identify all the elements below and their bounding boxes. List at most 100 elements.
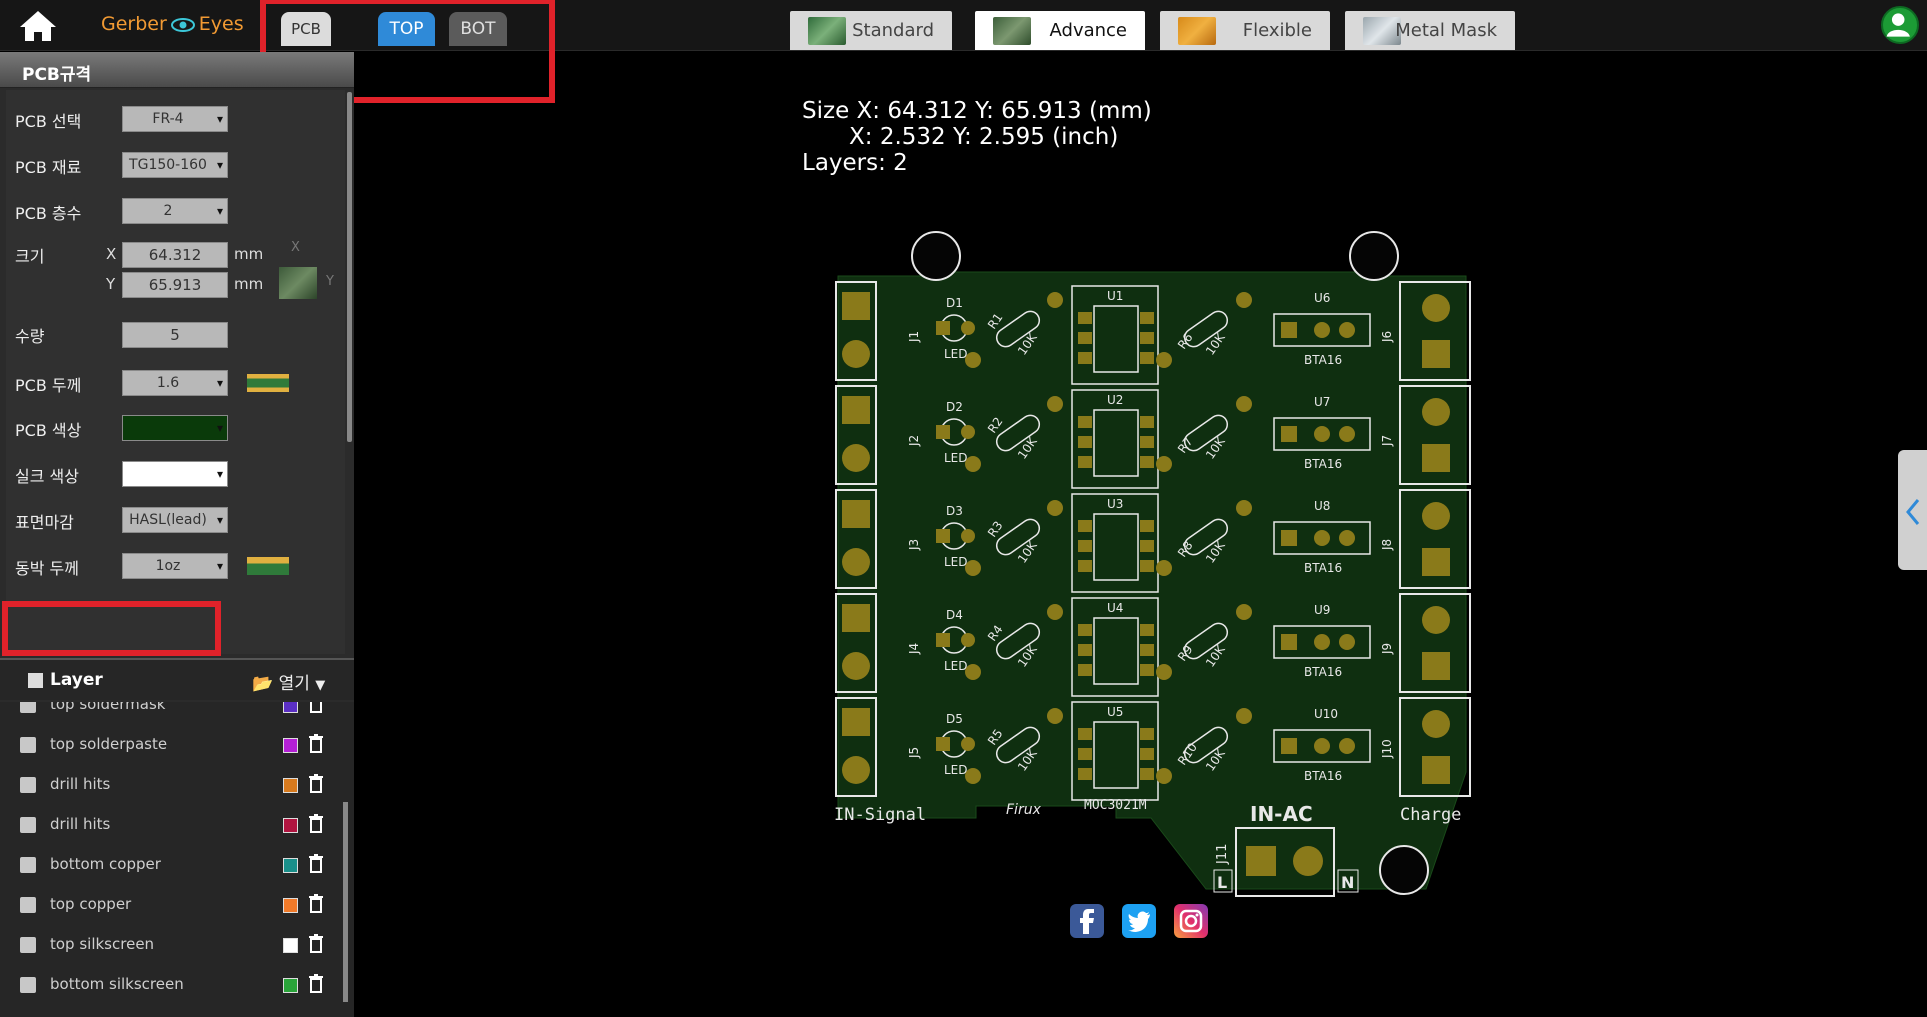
pcb-select-dropdown[interactable]: FR-4 <box>122 106 228 132</box>
twitter-icon[interactable] <box>1122 904 1156 938</box>
mounting-hole <box>1349 231 1399 281</box>
ic-pad <box>1140 728 1154 740</box>
layer-item[interactable]: bottom silkscreen <box>0 970 345 1002</box>
trash-icon[interactable] <box>308 774 324 794</box>
product-tab-advance[interactable]: Advance <box>975 11 1145 50</box>
trash-icon[interactable] <box>308 702 324 714</box>
trash-icon[interactable] <box>308 974 324 994</box>
facebook-icon[interactable] <box>1070 904 1104 938</box>
led-label: D1 <box>946 296 963 310</box>
layer-color-swatch[interactable] <box>283 738 298 753</box>
spec-panel-header[interactable]: PCB규격 <box>0 52 354 88</box>
sidebar: PCB규격 PCB 선택 FR-4 PCB 재료 TG150-160 PCB 층… <box>0 52 354 1017</box>
triac-outline <box>1273 313 1371 347</box>
flexible-thumbnail-icon <box>1178 17 1216 45</box>
layer-color-swatch[interactable] <box>283 858 298 873</box>
pcb-material-dropdown[interactable]: TG150-160 <box>122 152 228 178</box>
select-all-checkbox[interactable] <box>28 673 43 688</box>
silk-color-dropdown[interactable] <box>122 461 228 487</box>
layer-name: top solderpaste <box>50 735 168 753</box>
layer-checkbox[interactable] <box>20 937 36 953</box>
layer-item[interactable]: bottom copper <box>0 850 345 882</box>
tab-pcb[interactable]: PCB <box>281 12 331 46</box>
trash-icon[interactable] <box>308 814 324 834</box>
layer-item[interactable]: drill hits <box>0 810 345 842</box>
ic-pad <box>1140 644 1154 656</box>
tab-top[interactable]: TOP <box>378 12 435 46</box>
opto-part-label: MOC3021M <box>1084 798 1147 813</box>
ic-body <box>1093 617 1139 685</box>
tab-bot[interactable]: BOT <box>449 12 507 46</box>
surface-dropdown[interactable]: HASL(lead) <box>122 507 228 533</box>
layer-item[interactable]: top soldermask <box>0 702 345 722</box>
triac-pad <box>1339 426 1355 442</box>
product-tab-label: Metal Mask <box>1395 20 1497 41</box>
product-tab-label: Flexible <box>1242 20 1312 41</box>
resistor-pad <box>1236 292 1252 308</box>
row-label: 실크 색상 <box>15 467 79 486</box>
open-button[interactable]: 📂 열기 ▼ <box>252 669 325 694</box>
instagram-icon[interactable] <box>1174 904 1208 938</box>
connector-label: J9 <box>1380 643 1394 655</box>
spec-panel: PCB 선택 FR-4 PCB 재료 TG150-160 PCB 층수 2 크기… <box>6 90 345 654</box>
ic-body <box>1093 513 1139 581</box>
thickness-dropdown[interactable]: 1.6 <box>122 370 228 396</box>
resistor-body <box>1183 518 1229 556</box>
row-label: 크기 <box>15 247 45 266</box>
ic-pad <box>1140 332 1154 344</box>
folder-icon: 📂 <box>252 674 274 694</box>
left-connector <box>835 489 877 589</box>
trash-icon[interactable] <box>308 934 324 954</box>
layer-color-swatch[interactable] <box>283 778 298 793</box>
layer-checkbox[interactable] <box>20 897 36 913</box>
layer-checkbox[interactable] <box>20 977 36 993</box>
pcb-layers-dropdown[interactable]: 2 <box>122 198 228 224</box>
resistor-body <box>995 726 1041 764</box>
right-connector <box>1399 593 1471 693</box>
quantity-input[interactable]: 5 <box>122 322 228 348</box>
layer-checkbox[interactable] <box>20 817 36 833</box>
layer-color-swatch[interactable] <box>283 898 298 913</box>
layer-color-swatch[interactable] <box>283 938 298 953</box>
row-silk-color: 실크 색상 <box>6 460 345 490</box>
home-icon[interactable] <box>18 9 58 43</box>
ic-body <box>1093 721 1139 789</box>
led-label: D5 <box>946 712 963 726</box>
layer-checkbox[interactable] <box>20 702 36 713</box>
pcb-color-dropdown[interactable] <box>122 415 228 441</box>
spec-scrollbar[interactable] <box>347 92 352 442</box>
ic-pad <box>1078 624 1092 636</box>
layer-color-swatch[interactable] <box>283 702 298 713</box>
resistor-body <box>1183 726 1229 764</box>
layer-scrollbar[interactable] <box>343 802 348 1002</box>
trash-icon[interactable] <box>308 854 324 874</box>
layer-item[interactable]: top copper <box>0 890 345 922</box>
led-label: D3 <box>946 504 963 518</box>
product-tab-metal-mask[interactable]: Metal Mask <box>1345 11 1515 50</box>
layer-checkbox[interactable] <box>20 857 36 873</box>
layer-checkbox[interactable] <box>20 737 36 753</box>
dimension-x-hint: X <box>291 240 300 255</box>
triac-pad <box>1314 634 1330 650</box>
layer-item[interactable]: drill hits <box>0 770 345 802</box>
size-y-input[interactable]: 65.913 <box>122 272 228 298</box>
size-x-input[interactable]: 64.312 <box>122 242 228 268</box>
trash-icon[interactable] <box>308 734 324 754</box>
layer-color-swatch[interactable] <box>283 978 298 993</box>
layer-color-swatch[interactable] <box>283 818 298 833</box>
copper-dropdown[interactable]: 1oz <box>122 553 228 579</box>
layer-item[interactable]: top solderpaste <box>0 730 345 762</box>
resistor-body <box>1183 622 1229 660</box>
side-panel-handle[interactable] <box>1898 450 1927 570</box>
trash-icon[interactable] <box>308 894 324 914</box>
product-tab-standard[interactable]: Standard <box>790 11 952 50</box>
highlight-box <box>260 0 555 103</box>
left-connector <box>835 697 877 797</box>
product-tab-flexible[interactable]: Flexible <box>1160 11 1330 50</box>
left-connector <box>835 593 877 693</box>
user-avatar-icon[interactable] <box>1881 6 1919 44</box>
layer-item[interactable]: top silkscreen <box>0 930 345 962</box>
layer-checkbox[interactable] <box>20 777 36 793</box>
